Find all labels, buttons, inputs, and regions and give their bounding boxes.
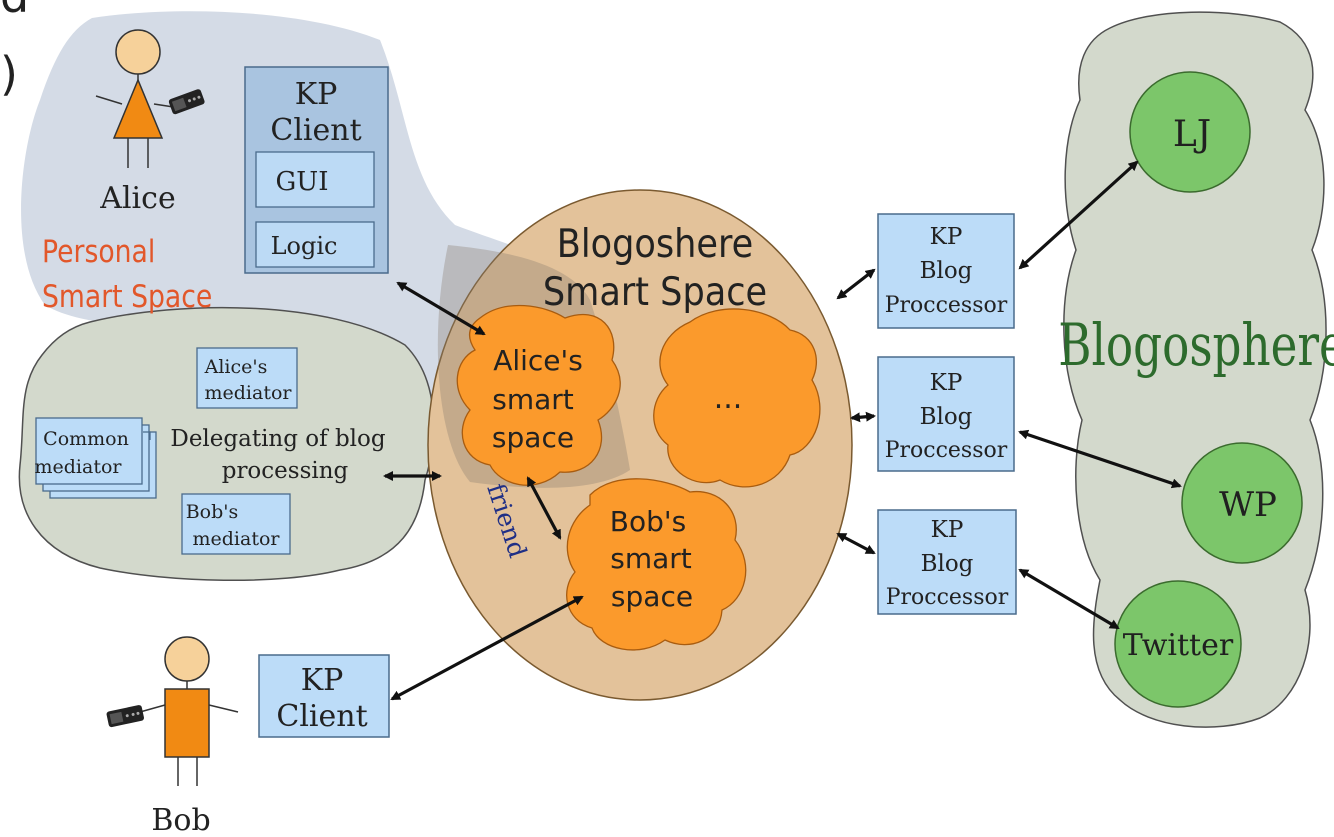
arrow-kpclient-alice-space: [396, 281, 486, 336]
other-smart-space-blob: [653, 308, 821, 488]
blog-processor-3-line1: KP: [931, 517, 964, 543]
arrow-space-processor-2: [850, 411, 876, 423]
bob-space-line3: space: [611, 580, 693, 613]
phone-icon: [106, 705, 144, 728]
kp-client-alice-line2: Client: [270, 113, 361, 148]
delegating-line2: processing: [222, 458, 349, 484]
arrow-processor-3-twitter: [1018, 568, 1120, 630]
bob-body: [164, 688, 210, 758]
kp-client-alice: KP Client GUI Logic: [244, 66, 389, 274]
logic-label: Logic: [271, 232, 338, 260]
arrow-kpclient-bob-space: [390, 595, 584, 701]
blog-processor-3-line2: Blog: [921, 551, 974, 577]
arrow-processor-2-wp: [1018, 429, 1182, 489]
alice-head: [115, 29, 161, 75]
common-mediator-stack: Common mediator: [35, 417, 157, 499]
smart-space-title-line2: Smart Space: [543, 269, 767, 314]
blog-processor-2-line2: Blog: [920, 404, 973, 430]
gui-box: [255, 151, 375, 208]
bob-mediator-box: Bob's mediator: [181, 493, 291, 555]
blog-processor-1-line1: KP: [930, 224, 963, 250]
delegating-line1: Delegating of blog: [170, 426, 385, 452]
bob-smart-space-blob: [566, 478, 747, 651]
wp-service: WP: [1181, 442, 1303, 564]
bob-space-line2: smart: [610, 542, 692, 575]
alice-mediator-line2: mediator: [205, 382, 293, 404]
bob-name: Bob: [151, 803, 210, 837]
alice-mediator-box: Alice's mediator: [196, 347, 298, 409]
blog-processor-1-line2: Blog: [920, 258, 973, 284]
twitter-service: Twitter: [1114, 580, 1242, 708]
smart-space-title-line1: Blogoshere: [557, 221, 753, 266]
personal-space-line1: Personal: [42, 233, 155, 269]
bob-mediator-line1: Bob's: [186, 501, 239, 523]
blog-processor-1-line3: Proccessor: [885, 293, 1008, 318]
twitter-label: Twitter: [1123, 628, 1234, 663]
arrow-friend: [526, 476, 562, 540]
common-mediator-line2: mediator: [35, 456, 123, 478]
blog-processor-3: KP Blog Proccessor: [877, 509, 1017, 615]
blog-processor-2-line1: KP: [930, 370, 963, 396]
lj-label: LJ: [1173, 114, 1211, 155]
arrow-processor-1-lj: [1018, 160, 1139, 270]
corner-text-top: d: [0, 0, 29, 23]
bob-space-line1: Bob's: [610, 505, 686, 538]
blog-processor-3-line3: Proccessor: [886, 585, 1009, 610]
alice-smart-space-blob: [456, 304, 621, 486]
other-space-ellipsis: ...: [714, 381, 743, 416]
kp-client-alice-line1: KP: [295, 77, 338, 112]
arrow-space-processor-3: [836, 532, 876, 555]
kp-client-bob-line1: KP: [301, 663, 344, 698]
alice-space-line1: Alice's: [493, 344, 583, 377]
gui-label: GUI: [276, 167, 329, 197]
bob-head: [164, 636, 210, 682]
blog-processor-1: KP Blog Proccessor: [877, 213, 1015, 329]
arrow-space-processor-1: [836, 268, 876, 300]
common-mediator-line1: Common: [43, 428, 129, 450]
logic-box: [255, 221, 375, 268]
kp-client-bob-line2: Client: [276, 699, 367, 734]
bob-figure: [106, 636, 239, 786]
alice-mediator-line1: Alice's: [204, 356, 268, 378]
alice-figure: [95, 29, 205, 168]
lj-service: LJ: [1129, 71, 1251, 193]
alice-name: Alice: [99, 181, 175, 216]
connectors: [383, 160, 1182, 701]
phone-icon: [168, 89, 205, 115]
bob-mediator-line2: mediator: [193, 528, 281, 550]
mediator-cloud: [18, 306, 435, 582]
blogosphere-title: Blogosphere: [1058, 313, 1334, 380]
corner-text-bottom: ): [0, 47, 18, 101]
wp-label: WP: [1219, 485, 1277, 525]
blog-processor-2-line3: Proccessor: [885, 438, 1008, 463]
alice-space-line3: space: [492, 421, 574, 454]
alice-space-line2: smart: [492, 383, 574, 416]
alice-dress: [112, 78, 164, 139]
personal-space-line2: Smart Space: [42, 278, 212, 314]
blog-processor-2: KP Blog Proccessor: [877, 356, 1015, 472]
kp-client-bob: KP Client: [258, 654, 390, 738]
